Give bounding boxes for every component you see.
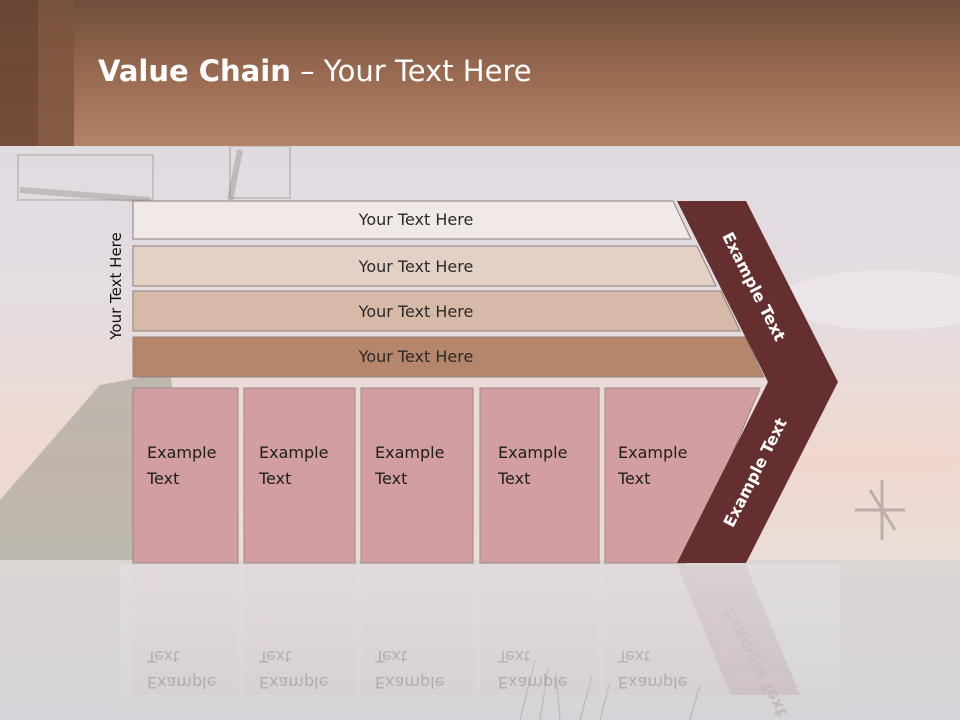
primary-cell-2-line1: Example xyxy=(259,443,328,462)
support-bar-3[interactable]: Your Text Here xyxy=(132,290,741,332)
support-bar-3-label: Your Text Here xyxy=(358,302,474,321)
primary-cell-5-line1: Example xyxy=(618,443,687,462)
header-accent-stripe xyxy=(0,0,38,146)
title-bold: Value Chain xyxy=(98,54,291,88)
primary-cell-3-line2: Text xyxy=(374,469,407,488)
primary-cell-2[interactable]: Example Text xyxy=(243,387,356,564)
primary-cell-5-line2: Text xyxy=(617,469,650,488)
primary-cell-4-line2: Text xyxy=(497,469,530,488)
header-accent-stripe-light xyxy=(38,0,74,146)
support-bar-4[interactable]: Your Text Here xyxy=(132,336,765,378)
diagram-reflection: Example Text Example Text Example Text E… xyxy=(120,565,840,720)
support-bar-2-label: Your Text Here xyxy=(358,257,474,276)
support-bar-1-label: Your Text Here xyxy=(358,210,474,229)
primary-cell-1-line1: Example xyxy=(147,443,216,462)
primary-cell-3[interactable]: Example Text xyxy=(360,387,474,564)
primary-cell-1[interactable]: Example Text xyxy=(132,387,239,564)
slide-title: Value Chain – Your Text Here xyxy=(98,54,532,88)
title-rest: – Your Text Here xyxy=(290,54,532,88)
primary-cell-3-line1: Example xyxy=(375,443,444,462)
primary-cell-4[interactable]: Example Text xyxy=(479,387,600,564)
header-band xyxy=(0,0,960,146)
primary-cell-1-line2: Text xyxy=(146,469,179,488)
support-bar-2[interactable]: Your Text Here xyxy=(132,245,717,287)
support-bar-1[interactable]: Your Text Here xyxy=(132,200,692,240)
support-bar-4-label: Your Text Here xyxy=(358,347,474,366)
primary-cell-4-line1: Example xyxy=(498,443,567,462)
primary-cell-2-line2: Text xyxy=(258,469,291,488)
